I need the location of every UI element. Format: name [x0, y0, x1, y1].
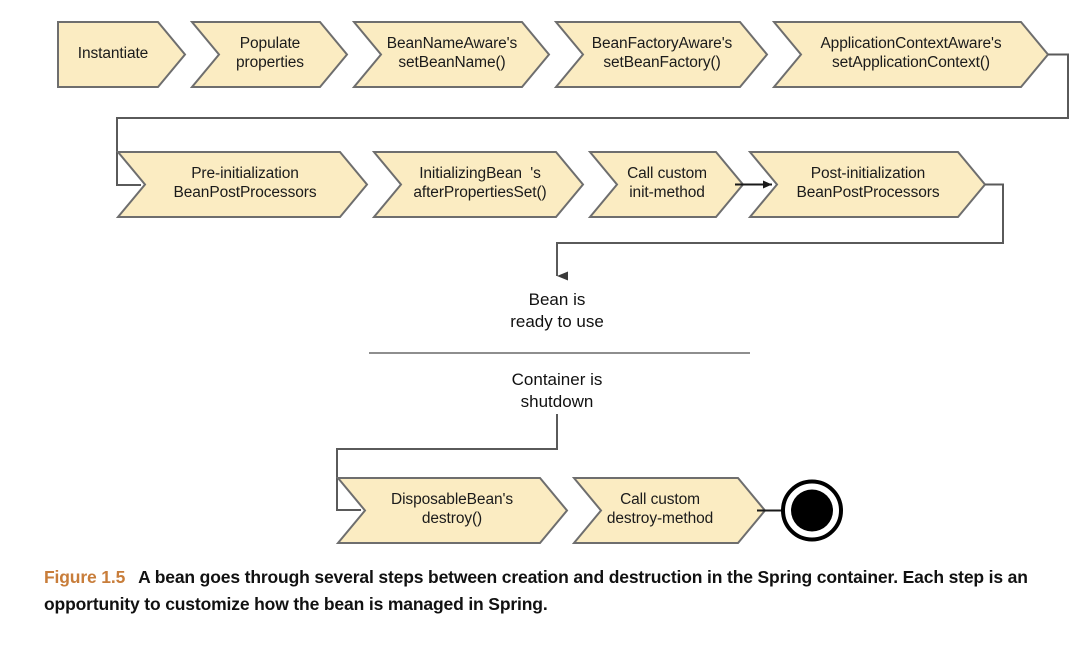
- chevron-set-bean-factory: [553, 21, 769, 88]
- chevron-call-custom-destroy: [571, 477, 767, 544]
- final-state-node: [781, 479, 843, 542]
- chevron-disposable-bean-destroy: [335, 477, 569, 544]
- bean-lifecycle-diagram: [57, 21, 1069, 544]
- figure-number: Figure 1.5: [44, 567, 126, 587]
- chevron-populate-properties: [189, 21, 349, 88]
- connector-shutdown-to-destroy: [336, 414, 558, 511]
- chevron-instantiate: [57, 21, 187, 88]
- chevron-set-application-context: [771, 21, 1050, 88]
- chevron-pre-initialization: [115, 151, 369, 218]
- chevron-call-custom-init: [587, 151, 745, 218]
- chevron-after-properties-set: [371, 151, 585, 218]
- connector-row2-to-bean-ready: [556, 183, 1004, 281]
- chevron-post-initialization: [747, 151, 987, 218]
- connector-row1-to-row2: [116, 53, 1069, 186]
- figure-caption-text: A bean goes through several steps betwee…: [44, 567, 1028, 614]
- chevron-set-bean-name: [351, 21, 551, 88]
